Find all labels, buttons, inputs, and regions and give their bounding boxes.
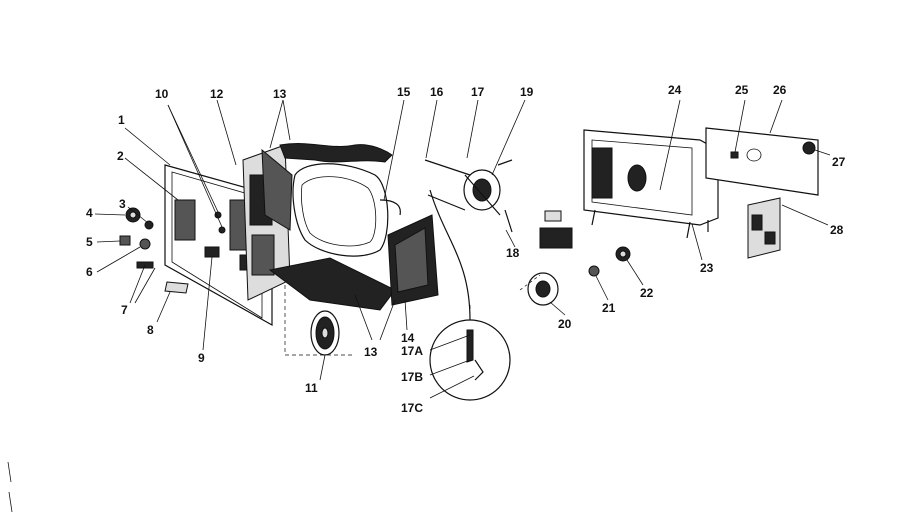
callout-3: 3: [119, 197, 126, 211]
callout-26: 26: [773, 83, 787, 97]
callout-8: 8: [147, 323, 154, 337]
callout-22: 22: [640, 286, 654, 300]
side-shield-part-14: [387, 214, 439, 306]
callout-18: 18: [506, 246, 520, 260]
callout-14: 14: [401, 331, 415, 345]
callout-6: 6: [86, 265, 93, 279]
callout-12: 12: [210, 87, 224, 101]
callout-23: 23: [700, 261, 714, 275]
callout-17c: 17C: [401, 401, 424, 415]
callout-27: 27: [832, 155, 846, 169]
callout-9: 9: [198, 351, 205, 365]
cabinet-shield-part-13: [261, 143, 393, 231]
callout-19: 19: [520, 85, 534, 99]
scan-marks: [7, 461, 13, 513]
callout-2: 2: [117, 149, 124, 163]
callout-5: 5: [86, 235, 93, 249]
callout-17: 17: [471, 85, 485, 99]
speaker-part-11: [310, 310, 340, 356]
leader-lines: [94, 99, 831, 399]
callout-21: 21: [602, 301, 616, 315]
callout-10: 10: [155, 87, 169, 101]
cabinet-parts-23-24: [583, 129, 719, 239]
deflection-yoke-parts-16-19: [424, 159, 513, 321]
callout-28: 28: [830, 223, 844, 237]
callout-13-bottom: 13: [364, 345, 378, 359]
callout-20: 20: [558, 317, 572, 331]
callout-17a: 17A: [401, 344, 424, 358]
callout-13-top: 13: [273, 87, 287, 101]
callout-17b: 17B: [401, 370, 424, 384]
picture-tube-part-15: [292, 163, 401, 257]
callout-24: 24: [668, 83, 682, 97]
callout-7: 7: [121, 303, 128, 317]
callout-16: 16: [430, 85, 444, 99]
callout-1: 1: [118, 113, 125, 127]
bottom-shield-part-13: [268, 257, 396, 311]
callout-4: 4: [86, 206, 93, 220]
callout-15: 15: [397, 85, 411, 99]
back-cover-parts-25-27: [705, 127, 819, 196]
callout-11: 11: [305, 381, 318, 395]
assembly-guides: [284, 274, 541, 356]
callout-25: 25: [735, 83, 749, 97]
flyback-assembly-parts-20-22: [527, 210, 631, 306]
bracket-assembly-part-28: [747, 197, 781, 259]
